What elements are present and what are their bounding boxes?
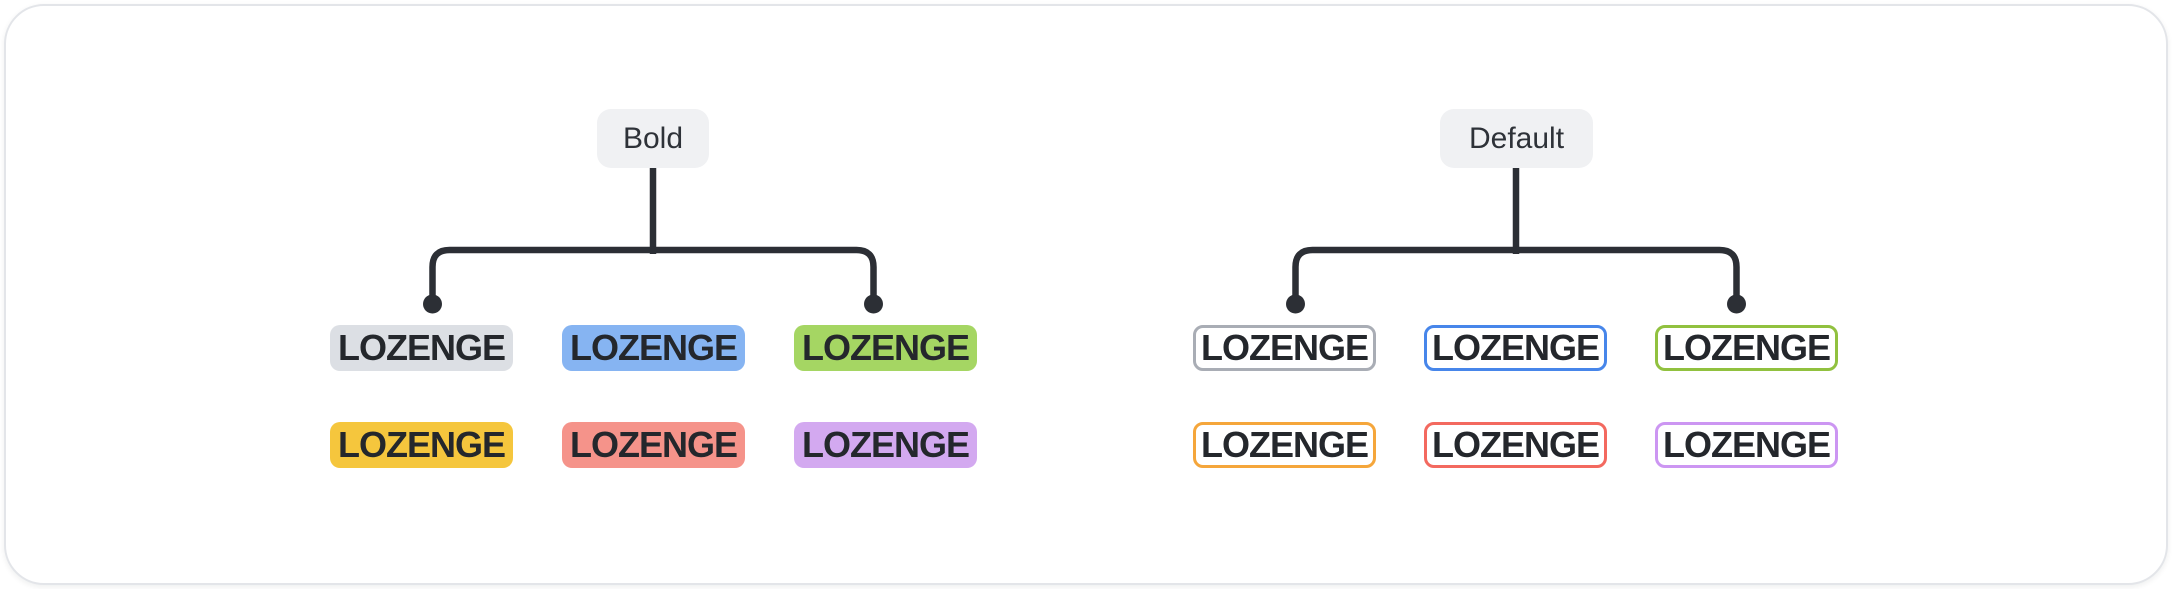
lozenge-default-red: LOZENGE <box>1424 422 1607 468</box>
diagram-card <box>4 4 2168 585</box>
lozenge-default-blue: LOZENGE <box>1424 325 1607 371</box>
lozenge-default-gray: LOZENGE <box>1193 325 1376 371</box>
lozenge-bold-blue: LOZENGE <box>562 325 745 371</box>
group-label-bold: Bold <box>597 109 709 168</box>
lozenge-bold-gray: LOZENGE <box>330 325 513 371</box>
lozenge-default-green: LOZENGE <box>1655 325 1838 371</box>
lozenge-default-purple: LOZENGE <box>1655 422 1838 468</box>
lozenge-bold-green: LOZENGE <box>794 325 977 371</box>
lozenge-bold-red: LOZENGE <box>562 422 745 468</box>
lozenge-default-orange: LOZENGE <box>1193 422 1376 468</box>
lozenge-bold-purple: LOZENGE <box>794 422 977 468</box>
group-label-default: Default <box>1440 109 1593 168</box>
lozenge-bold-yellow: LOZENGE <box>330 422 513 468</box>
